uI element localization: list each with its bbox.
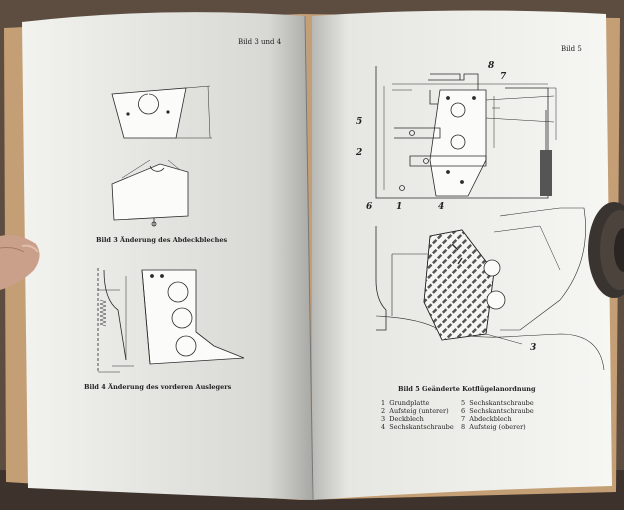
legend-item-6: 6 Sechskantschraube [461, 407, 534, 415]
figure-4-caption: Bild 4 Änderung des vorderen Auslegers [84, 383, 232, 391]
right-page-header: Bild 5 [561, 45, 582, 53]
callout-8: 8 [488, 61, 495, 71]
callout-3: 3 [530, 343, 537, 353]
figure-3-caption: Bild 3 Änderung des Abdeckbleches [96, 236, 228, 244]
legend-item-4: 4 Sechskantschraube [381, 423, 454, 431]
left-page-header: Bild 3 und 4 [238, 38, 282, 46]
callout-1: 1 [396, 202, 403, 212]
legend-item-7: 7 Abdeckblech [461, 415, 512, 423]
legend-item-8: 8 Aufsteig (oberer) [461, 423, 526, 431]
callout-6: 6 [366, 202, 373, 212]
callout-4: 4 [438, 202, 445, 212]
figure-5-lower-drawing [375, 207, 605, 371]
figure-4-drawing [97, 268, 245, 373]
legend-item-1: 1 Grundplatte [381, 399, 430, 407]
figure-5-upper-drawing [375, 66, 557, 199]
figure-3-drawing [111, 85, 212, 227]
hand-thumb [0, 235, 40, 290]
legend-item-5: 5 Sechskantschraube [461, 399, 534, 407]
fan-object [588, 202, 624, 298]
left-page [22, 12, 312, 501]
legend-item-3: 3 Deckblech [381, 415, 424, 423]
callout-7: 7 [500, 72, 507, 82]
legend-item-2: 2 Aufsteig (unterer) [381, 407, 449, 415]
figure-5-caption: Bild 5 Geänderte Kotflügelanordnung [398, 385, 536, 393]
callout-2: 2 [356, 148, 363, 158]
callout-5: 5 [356, 117, 363, 127]
